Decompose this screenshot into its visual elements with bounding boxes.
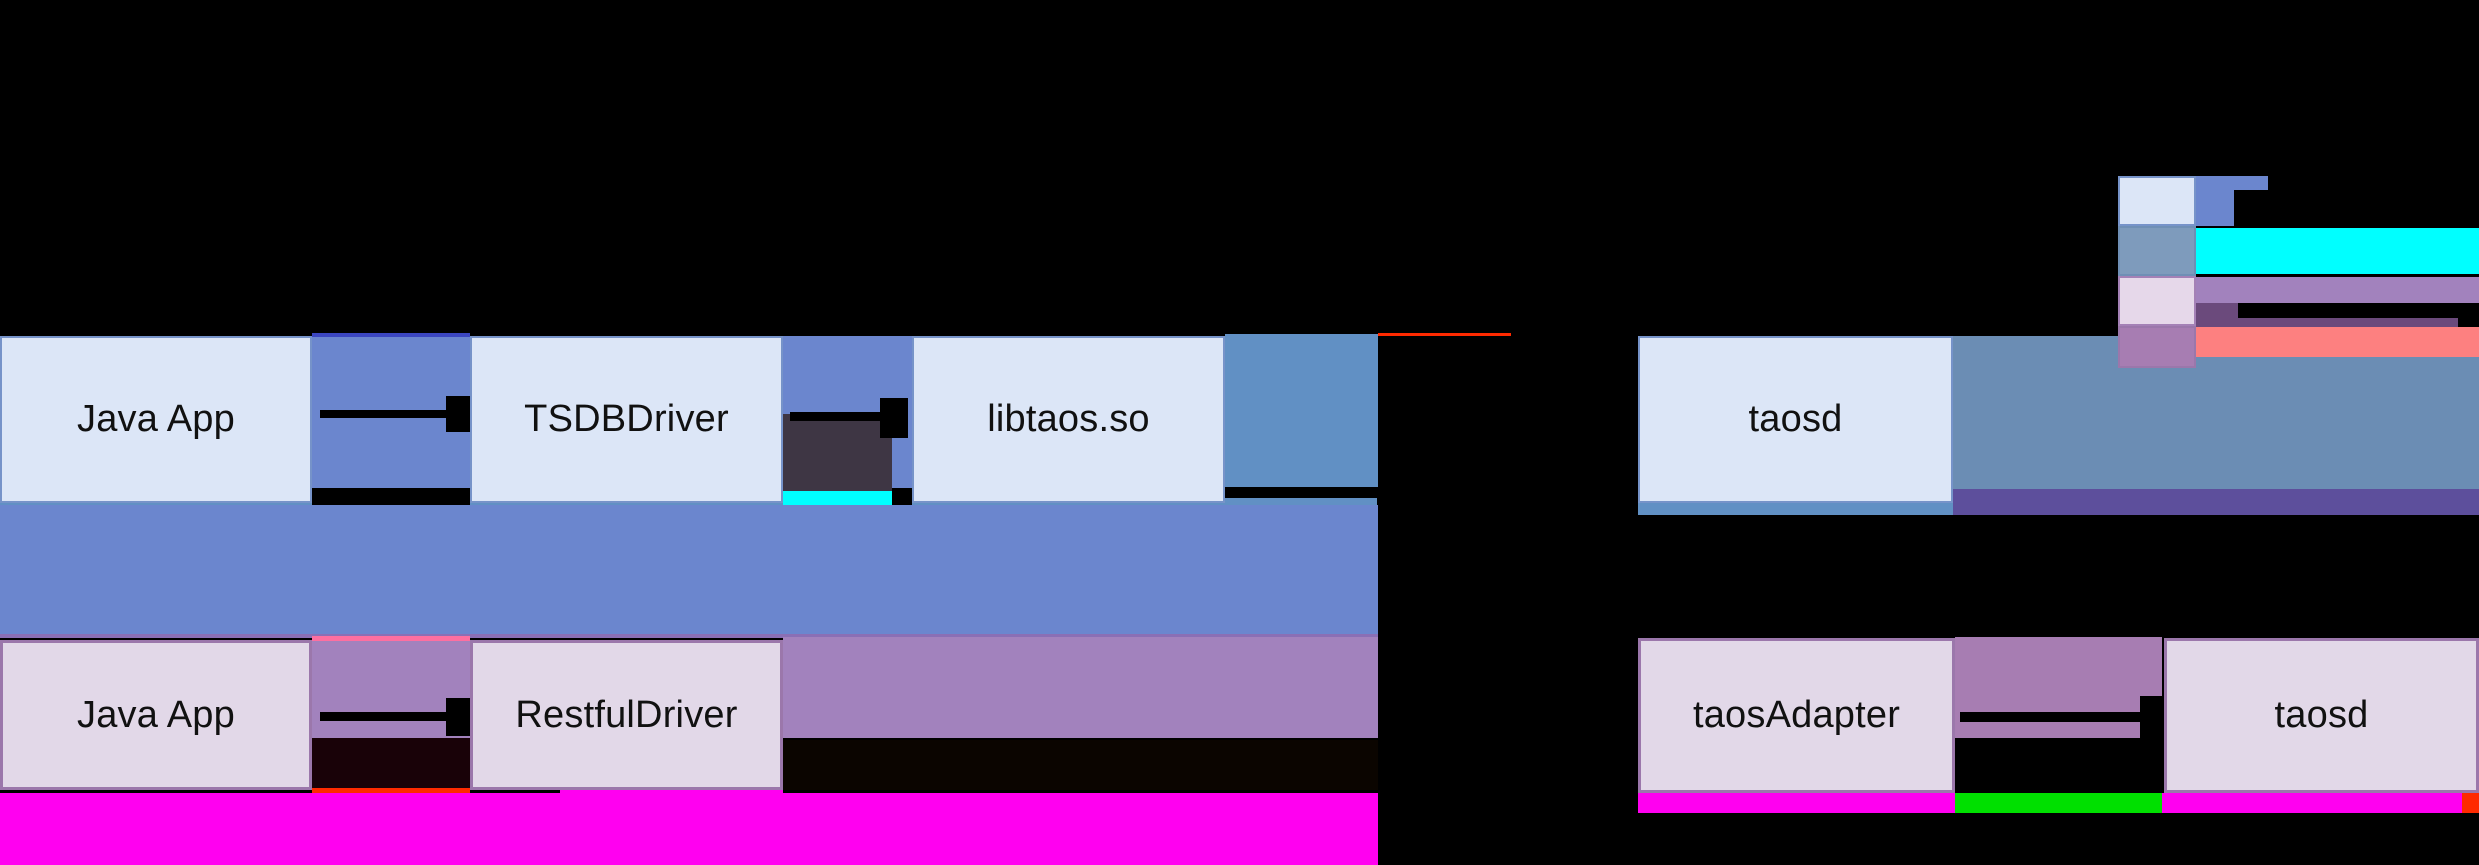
glitch-block-right-rest-gap	[1955, 637, 2162, 738]
legend-swatch-4	[2118, 326, 2196, 368]
node-label: Java App	[77, 398, 235, 440]
node-java-app-rest[interactable]: Java App	[0, 640, 312, 790]
arrow-rest-2-head	[2140, 696, 2166, 738]
glitch-block-rest-gap-1-top	[312, 636, 470, 641]
glitch-band-magenta-right-a	[1638, 793, 1955, 813]
legend-swatch-1	[2118, 176, 2196, 226]
glitch-legend-row-2	[2196, 228, 2479, 274]
node-restful-driver[interactable]: RestfulDriver	[470, 640, 783, 790]
node-java-app-native[interactable]: Java App	[0, 336, 312, 503]
glitch-block-native-right	[1225, 334, 1378, 487]
node-label: taosAdapter	[1692, 694, 1901, 736]
node-taos-adapter[interactable]: taosAdapter	[1638, 638, 1955, 793]
glitch-band-magenta-right-b	[2162, 793, 2462, 813]
glitch-legend-row-3	[2196, 277, 2479, 303]
arrow-native-1	[320, 410, 470, 418]
arrow-rest-2	[1960, 712, 2150, 722]
node-taosd-native[interactable]: taosd	[1638, 336, 1953, 503]
arrow-rest-1-head	[446, 698, 472, 736]
glitch-block-right-native-under	[1953, 489, 2479, 515]
glitch-block-rest-gap-1-dark	[312, 738, 470, 788]
node-label: taosd	[2274, 694, 2369, 736]
legend-swatch-3	[2118, 276, 2196, 326]
legend-swatch-2	[2118, 226, 2196, 276]
node-label: Java App	[77, 693, 235, 736]
arrow-rest-1	[320, 712, 470, 721]
glitch-block-rest-gap-1	[312, 640, 470, 738]
glitch-strip-native-a	[0, 498, 312, 508]
glitch-block-rest-right-dark	[783, 740, 1378, 790]
arrow-native-2	[790, 412, 905, 421]
glitch-band-blue-main	[0, 505, 1378, 637]
glitch-band-magenta-left	[0, 793, 1378, 865]
glitch-legend-row-4	[2196, 327, 2479, 357]
glitch-band-blue-main-edge	[0, 634, 1378, 638]
node-label: libtaos.so	[987, 398, 1150, 440]
node-taosd-rest[interactable]: taosd	[2164, 638, 2479, 793]
arrow-native-2-head	[880, 398, 908, 438]
glitch-strip-red-divider	[1378, 333, 1511, 336]
glitch-legend-row-3c	[2238, 318, 2458, 328]
glitch-legend-row-3b	[2196, 303, 2238, 327]
glitch-legend-row-1b	[2196, 176, 2234, 226]
arrow-native-1-head	[446, 396, 472, 432]
node-label: RestfulDriver	[515, 693, 738, 736]
glitch-band-green-right	[1955, 793, 2162, 813]
glitch-block-native-gap-1-top	[312, 333, 470, 337]
glitch-band-magenta-left-notch	[560, 786, 783, 796]
node-label: taosd	[1748, 398, 1843, 440]
glitch-block-right-native-band	[1953, 336, 2479, 489]
node-tsdb-driver[interactable]: TSDBDriver	[470, 336, 783, 503]
glitch-block-native-gap-2-lower	[783, 414, 892, 504]
glitch-band-red-right	[2462, 793, 2479, 813]
glitch-block-rest-right-band	[783, 637, 1378, 738]
node-label: TSDBDriver	[524, 398, 729, 440]
node-libtaos-so[interactable]: libtaos.so	[912, 336, 1225, 503]
